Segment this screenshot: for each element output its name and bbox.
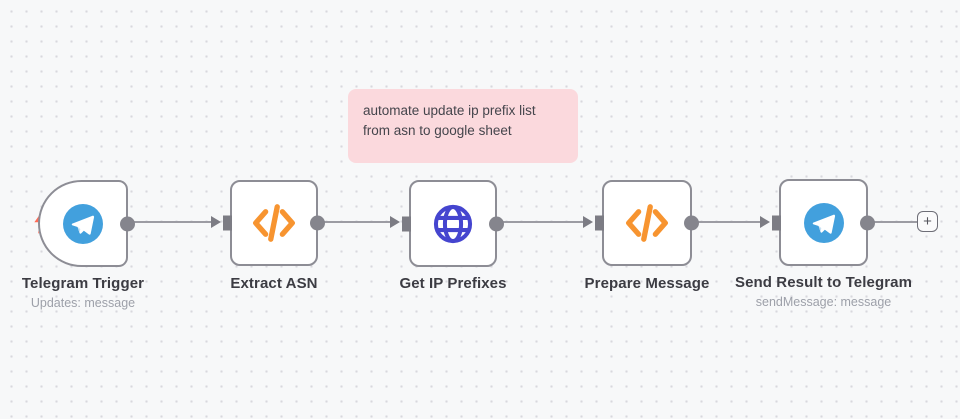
sticky-note[interactable]: automate update ip prefix list from asn … — [348, 89, 578, 163]
node-subtitle: sendMessage: message — [755, 295, 892, 309]
node-subtitle: Updates: message — [30, 296, 136, 310]
input-port[interactable] — [595, 215, 604, 231]
connection-arrow-icon — [760, 216, 770, 228]
node-title: Get IP Prefixes — [399, 275, 507, 292]
node-extract-asn[interactable]: Extract ASN — [223, 180, 325, 292]
connection-line[interactable] — [318, 221, 394, 223]
connection-arrow-icon — [211, 216, 221, 228]
node-title: Prepare Message — [584, 275, 710, 292]
globe-icon — [431, 202, 475, 246]
node-prepare-message[interactable]: Prepare Message — [585, 180, 709, 292]
connection-line[interactable] — [497, 221, 586, 223]
node-title: Telegram Trigger — [21, 275, 145, 292]
node-get-ip-prefixes[interactable]: Get IP Prefixes — [399, 180, 506, 292]
input-port[interactable] — [223, 215, 232, 231]
code-icon — [624, 203, 670, 243]
telegram-icon — [63, 203, 103, 244]
node-send-result-to-telegram[interactable]: Send Result to Telegram sendMessage: mes… — [735, 179, 912, 309]
connection-arrow-icon — [390, 216, 400, 228]
telegram-icon — [803, 202, 844, 243]
output-port[interactable] — [489, 216, 504, 231]
connection-arrow-icon — [583, 216, 593, 228]
node-title: Extract ASN — [230, 275, 318, 292]
output-port[interactable] — [684, 215, 699, 231]
connection-line[interactable] — [692, 221, 763, 223]
node-telegram-trigger[interactable]: Telegram Trigger Updates: message — [22, 180, 144, 310]
output-port[interactable] — [310, 215, 325, 231]
code-icon — [251, 203, 297, 243]
output-port[interactable] — [120, 216, 135, 231]
connection-line[interactable] — [868, 221, 918, 223]
node-title: Send Result to Telegram — [734, 274, 913, 291]
output-port[interactable] — [860, 215, 875, 230]
connection-line[interactable] — [128, 221, 214, 223]
add-node-button[interactable]: + — [917, 211, 938, 232]
input-port[interactable] — [402, 216, 411, 231]
input-port[interactable] — [772, 215, 781, 230]
